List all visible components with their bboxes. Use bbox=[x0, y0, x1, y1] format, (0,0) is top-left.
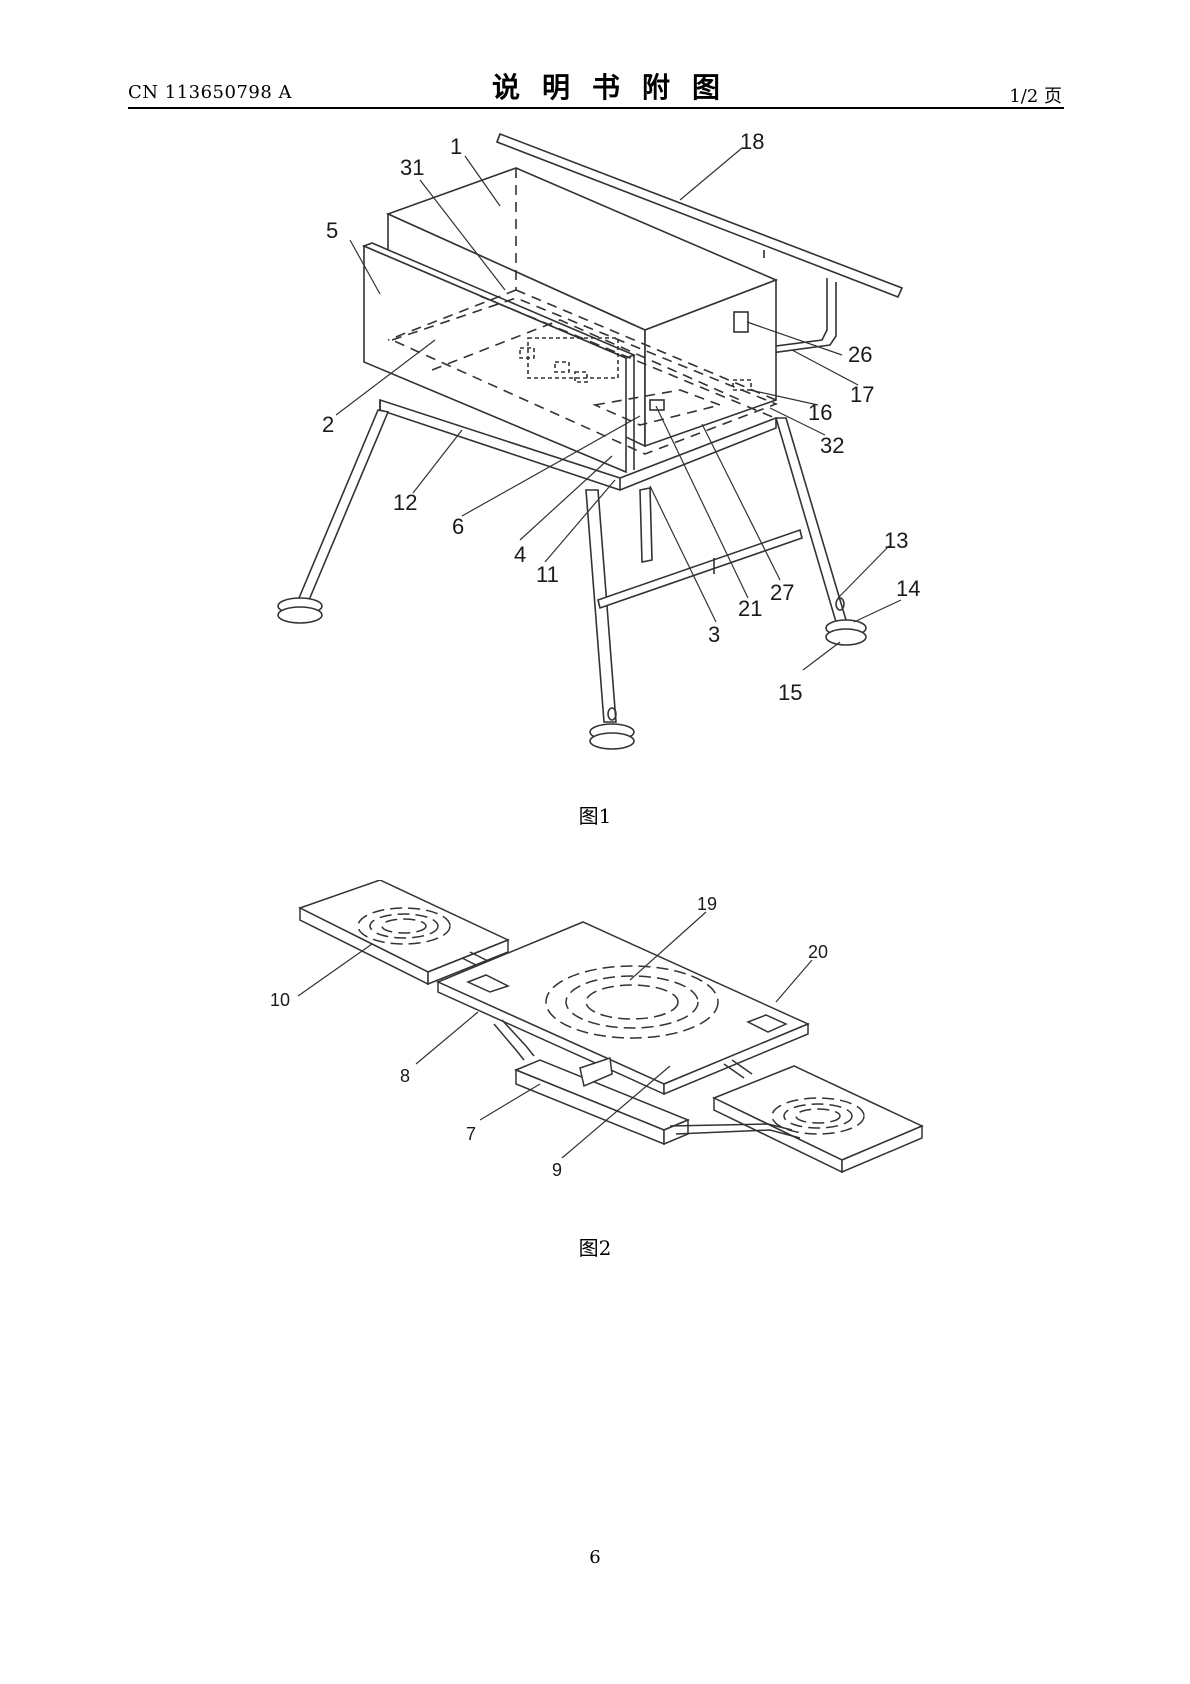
label-17: 17 bbox=[850, 382, 874, 407]
page-number: 6 bbox=[589, 1547, 601, 1568]
label-19: 19 bbox=[697, 894, 717, 914]
label-15: 15 bbox=[778, 680, 802, 705]
figure-2-svg: 19 20 10 8 7 9 bbox=[270, 880, 924, 1180]
label-14: 14 bbox=[896, 576, 920, 601]
label-16: 16 bbox=[808, 400, 832, 425]
section-title: 说明书附图 bbox=[491, 71, 742, 104]
figure-1-svg: 1 31 5 2 18 26 17 16 32 12 6 4 11 3 21 2… bbox=[277, 129, 920, 750]
figure-2-drawing: 19 20 10 8 7 9 bbox=[0, 880, 1190, 1190]
label-31: 31 bbox=[400, 155, 424, 180]
figure-1-caption: 图1 bbox=[578, 804, 612, 828]
label-6: 6 bbox=[452, 514, 464, 539]
label-20: 20 bbox=[808, 942, 828, 962]
label-11: 11 bbox=[536, 562, 559, 587]
figure-2-caption: 图2 bbox=[578, 1236, 612, 1260]
label-10: 10 bbox=[270, 990, 290, 1010]
label-13: 13 bbox=[884, 528, 908, 553]
label-1: 1 bbox=[450, 134, 462, 159]
label-9: 9 bbox=[552, 1160, 562, 1180]
label-32: 32 bbox=[820, 433, 844, 458]
label-7: 7 bbox=[466, 1124, 476, 1144]
label-2: 2 bbox=[322, 412, 334, 437]
header-rule bbox=[128, 107, 1064, 109]
label-12: 12 bbox=[393, 490, 417, 515]
figure-1-drawing: 1 31 5 2 18 26 17 16 32 12 6 4 11 3 21 2… bbox=[0, 110, 1190, 750]
label-21: 21 bbox=[738, 596, 762, 621]
label-26: 26 bbox=[848, 342, 872, 367]
page-indicator: 1/2 页 bbox=[1009, 86, 1062, 107]
publication-number: CN 113650798 A bbox=[128, 82, 293, 103]
label-4: 4 bbox=[514, 542, 526, 567]
label-27: 27 bbox=[770, 580, 794, 605]
label-3: 3 bbox=[708, 622, 720, 647]
label-18: 18 bbox=[740, 129, 764, 154]
label-5: 5 bbox=[326, 218, 338, 243]
label-8: 8 bbox=[400, 1066, 410, 1086]
